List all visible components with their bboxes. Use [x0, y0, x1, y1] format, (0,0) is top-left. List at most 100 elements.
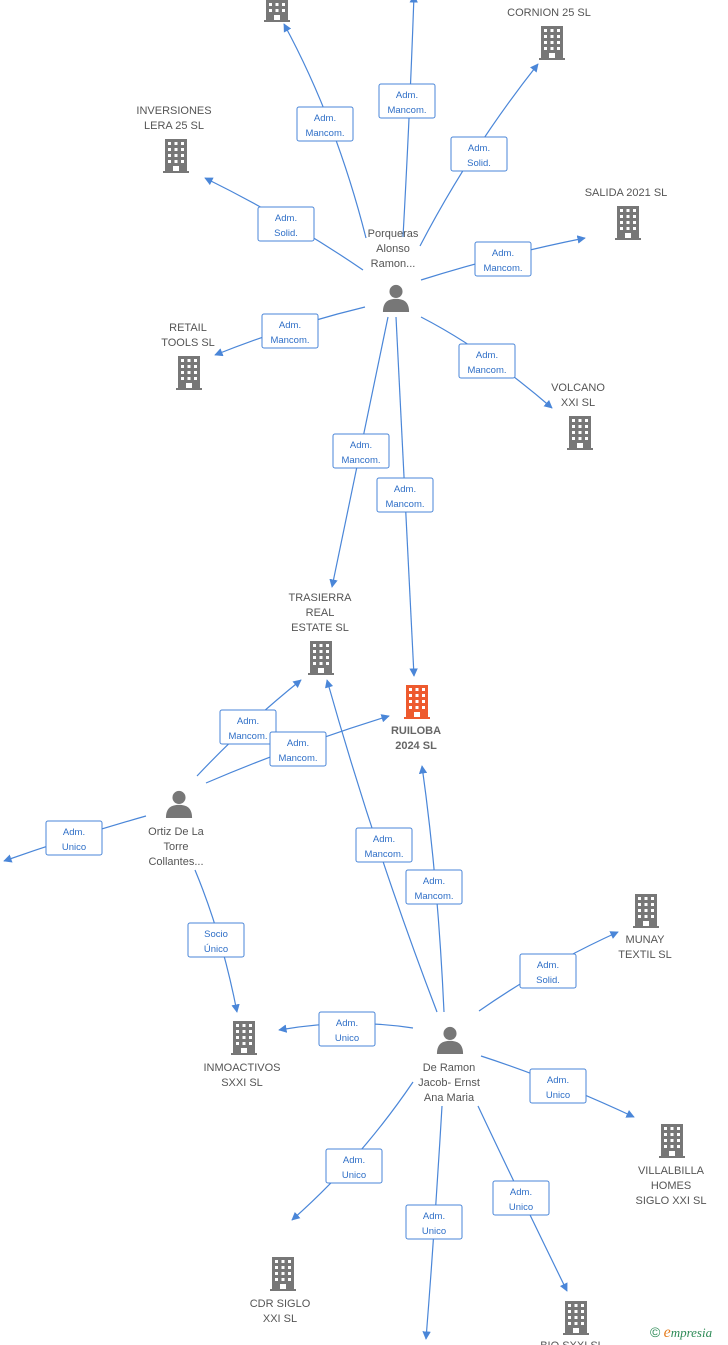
node-label-line: XXI SL: [263, 1313, 297, 1325]
role-label-porqueras-salida[interactable]: Adm.Mancom.: [474, 241, 532, 277]
role-label-porqueras-retail[interactable]: Adm.Mancom.: [261, 313, 319, 349]
node-label-line: XXI SL: [561, 397, 595, 409]
role-label-text: Mancom.: [341, 455, 380, 466]
role-label-text: Adm.: [423, 1211, 445, 1222]
role-label-text: Unico: [546, 1090, 570, 1101]
node-label-line: Alonso: [376, 243, 410, 255]
node-label-line: Ramon...: [371, 258, 416, 270]
company-node-villalbilla[interactable]: VILLALBILLA HOMES SIGLO XXI SL: [636, 1124, 707, 1207]
role-label-deramon-offbottom[interactable]: Adm. Unico: [405, 1204, 463, 1240]
node-label-line: Porqueras: [368, 228, 419, 240]
role-label-text: Mancom.: [385, 499, 424, 510]
company-node-top[interactable]: [264, 0, 290, 22]
building-icon: [176, 356, 202, 390]
person-node-porqueras[interactable]: PorquerasAlonsoRamon...: [368, 228, 419, 312]
building-icon: [270, 1257, 296, 1291]
role-label-porqueras-volcano[interactable]: Adm. Mancom.: [458, 343, 516, 379]
logo-text: mpresia: [670, 1325, 713, 1340]
role-label-text: Mancom.: [270, 335, 309, 346]
role-label-text: Adm.: [476, 350, 498, 361]
building-icon: [231, 1021, 257, 1055]
node-label-line: INVERSIONES: [136, 105, 211, 117]
empresia-logo[interactable]: © empresia: [650, 1324, 712, 1342]
role-label-text: Mancom.: [228, 731, 267, 742]
role-label-box: [458, 343, 516, 379]
logo-mark: e: [663, 1324, 671, 1341]
role-label-box: [257, 206, 315, 242]
building-icon: [567, 416, 593, 450]
company-node-salida[interactable]: SALIDA 2021 SL: [585, 187, 668, 240]
role-label-porqueras-offtop[interactable]: Adm. Mancom.: [378, 83, 436, 119]
node-label-line: Jacob- Ernst: [418, 1077, 480, 1089]
node-label-line: SIGLO XXI SL: [636, 1195, 707, 1207]
role-label-text: Adm.: [537, 960, 559, 971]
building-icon: [404, 685, 430, 719]
role-label-ortiz-offleft[interactable]: Adm.Unico: [45, 820, 103, 856]
role-label-text: Mancom.: [278, 753, 317, 764]
role-label-text: Mancom.: [305, 128, 344, 139]
role-label-deramon-bottom[interactable]: Adm.Unico: [492, 1180, 550, 1216]
company-node-cornion[interactable]: CORNION 25 SL: [507, 7, 591, 60]
building-icon: [563, 1301, 589, 1335]
node-label-line: TRASIERRA: [289, 592, 353, 604]
role-label-text: Adm.: [396, 90, 418, 101]
role-label-text: Mancom.: [364, 849, 403, 860]
person-node-ortiz[interactable]: Ortiz De LaTorreCollantes...: [148, 790, 205, 868]
role-label-porqueras-ruiloba[interactable]: Adm.Mancom.: [376, 477, 434, 513]
role-label-box: [325, 1148, 383, 1184]
role-label-text: Adm.: [468, 143, 490, 154]
role-label-porqueras-inversiones[interactable]: Adm.Solid.: [257, 206, 315, 242]
role-label-text: Adm.: [492, 248, 514, 259]
node-label-line: TOOLS SL: [161, 337, 215, 349]
node-label-line: SALIDA 2021 SL: [585, 187, 668, 199]
role-label-deramon-ruiloba[interactable]: Adm.Mancom.: [405, 869, 463, 905]
company-node-bottom[interactable]: BIO SXXI SL: [540, 1301, 604, 1345]
role-label-text: Unico: [62, 842, 86, 853]
role-label-ortiz-ruiloba[interactable]: Adm.Mancom.: [269, 731, 327, 767]
role-label-text: Mancom.: [467, 365, 506, 376]
role-label-box: [355, 827, 413, 863]
role-label-box: [219, 709, 277, 745]
role-label-ortiz-trasierra[interactable]: Adm.Mancom.: [219, 709, 277, 745]
node-label-line: Torre: [163, 841, 188, 853]
node-label-line: BIO SXXI SL: [540, 1340, 604, 1345]
role-label-deramon-villalbilla[interactable]: Adm.Unico: [529, 1068, 587, 1104]
building-icon: [615, 206, 641, 240]
role-label-text: Mancom.: [387, 105, 426, 116]
role-label-box: [519, 953, 577, 989]
role-label-box: [405, 1204, 463, 1240]
role-label-box: [269, 731, 327, 767]
role-label-text: Adm.: [423, 876, 445, 887]
node-label-line: MUNAY: [626, 934, 666, 946]
role-label-box: [529, 1068, 587, 1104]
role-label-box: [376, 477, 434, 513]
role-label-text: Adm.: [373, 834, 395, 845]
role-label-text: Adm.: [275, 213, 297, 224]
role-label-deramon-trasierra[interactable]: Adm. Mancom.: [355, 827, 413, 863]
role-label-deramon-inmoactivos[interactable]: Adm.Unico: [318, 1011, 376, 1047]
role-label-deramon-cdr[interactable]: Adm.Unico: [325, 1148, 383, 1184]
role-label-text: Unico: [335, 1033, 359, 1044]
role-label-porqueras-top[interactable]: Adm.Mancom.: [296, 106, 354, 142]
role-label-text: Unico: [422, 1226, 446, 1237]
node-label-line: RUILOBA: [391, 725, 441, 737]
role-label-box: [332, 433, 390, 469]
role-label-box: [450, 136, 508, 172]
role-label-porqueras-cornion[interactable]: Adm.Solid.: [450, 136, 508, 172]
node-label-line: HOMES: [651, 1180, 691, 1192]
role-label-porqueras-trasierra[interactable]: Adm.Mancom.: [332, 433, 390, 469]
node-label-line: VILLALBILLA: [638, 1165, 705, 1177]
role-label-deramon-munay[interactable]: Adm.Solid.: [519, 953, 577, 989]
